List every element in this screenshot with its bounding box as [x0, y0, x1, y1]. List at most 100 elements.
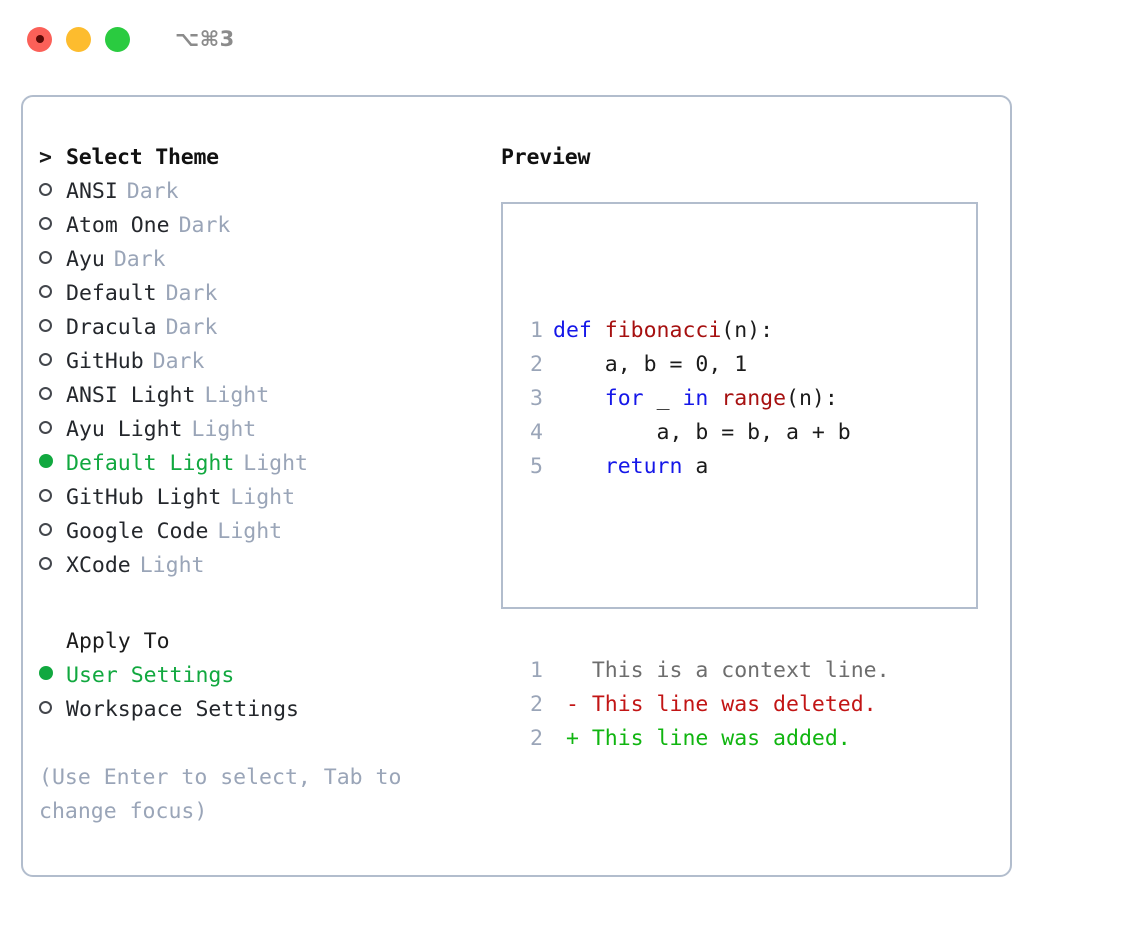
theme-item-variant-tag: Dark [178, 213, 231, 238]
code-token: in [682, 386, 709, 411]
radio-dot-shape [39, 387, 52, 400]
code-token: fibonacci [604, 318, 722, 343]
code-line: 3 for _ in range(n): [517, 382, 890, 416]
theme-item-variant-tag: Dark [126, 179, 179, 204]
radio-empty-icon [39, 281, 66, 306]
apply-to-header-label: Apply To [66, 629, 170, 654]
close-button-icon[interactable] [27, 26, 52, 52]
code-token: _ [643, 386, 683, 411]
diff-line: 2 + This line was added. [517, 722, 890, 756]
theme-list-item[interactable]: Ayu Light Light [39, 417, 469, 451]
apply-to-item-label: User Settings [66, 663, 235, 688]
code-token: + This line was added. [553, 726, 851, 751]
theme-item-variant-tag: Dark [165, 281, 218, 306]
radio-empty-icon [39, 383, 66, 408]
theme-item-label: Atom One [66, 213, 170, 238]
theme-item-label: GitHub Light [66, 485, 222, 510]
diff-block: 1 This is a context line.2 - This line w… [517, 654, 890, 756]
radio-selected-icon [39, 663, 66, 688]
theme-item-variant-tag: Light [243, 451, 309, 476]
theme-list-item[interactable]: Default Light Light [39, 451, 469, 485]
radio-dot-shape [39, 353, 52, 366]
radio-empty-icon [39, 315, 66, 340]
radio-dot-shape [39, 666, 53, 680]
theme-list-item[interactable]: ANSI Dark [39, 179, 469, 213]
code-line: 5 return a [517, 450, 890, 484]
theme-list-item[interactable]: Ayu Dark [39, 247, 469, 281]
code-token: range [721, 386, 787, 411]
radio-empty-icon [39, 697, 66, 722]
radio-dot-shape [39, 557, 52, 570]
code-token: a, b = b, a + b [553, 420, 851, 445]
radio-dot-shape [39, 454, 53, 468]
theme-item-variant-tag: Light [204, 383, 270, 408]
zoom-button-icon[interactable] [105, 26, 130, 52]
theme-item-variant-tag: Dark [152, 349, 205, 374]
radio-empty-icon [39, 417, 66, 442]
line-number: 3 [530, 386, 543, 411]
theme-item-label: ANSI [66, 179, 118, 204]
code-token [553, 454, 605, 479]
radio-dot-shape [39, 489, 52, 502]
theme-item-label: Default Light [66, 451, 235, 476]
radio-dot-shape [39, 285, 52, 298]
theme-item-variant-tag: Light [139, 553, 205, 578]
radio-dot-shape [39, 183, 52, 196]
theme-item-label: Dracula [66, 315, 157, 340]
theme-item-variant-tag: Light [191, 417, 257, 442]
line-number: 4 [530, 420, 543, 445]
apply-to-item[interactable]: User Settings [39, 663, 469, 697]
theme-item-variant-tag: Dark [113, 247, 166, 272]
radio-empty-icon [39, 485, 66, 510]
code-line: 2 a, b = 0, 1 [517, 348, 890, 382]
theme-item-label: Ayu Light [66, 417, 183, 442]
code-token [708, 386, 721, 411]
radio-dot-shape [39, 319, 52, 332]
apply-to-item[interactable]: Workspace Settings [39, 697, 469, 731]
theme-list-item[interactable]: Atom One Dark [39, 213, 469, 247]
theme-list-header-label: Select Theme [66, 145, 219, 170]
line-number: 2 [530, 692, 543, 717]
diff-line: 2 - This line was deleted. [517, 688, 890, 722]
theme-item-label: ANSI Light [66, 383, 196, 408]
apply-to-item-label: Workspace Settings [66, 697, 299, 722]
code-token: return [604, 454, 683, 479]
radio-dot-shape [39, 421, 52, 434]
radio-dot-shape [39, 217, 52, 230]
code-token: - This line was deleted. [553, 692, 877, 717]
line-number: 2 [530, 352, 543, 377]
recording-dot-icon [35, 35, 44, 43]
minimize-button-icon[interactable] [66, 26, 91, 52]
code-line: 4 a, b = b, a + b [517, 416, 890, 450]
radio-empty-icon [39, 519, 66, 544]
apply-to-header: Apply To [39, 629, 469, 663]
title-bar: ⌥⌘3 [0, 0, 1140, 78]
code-token: for [604, 386, 644, 411]
theme-item-label: Google Code [66, 519, 209, 544]
radio-empty-icon [39, 213, 66, 238]
diff-line: 1 This is a context line. [517, 654, 890, 688]
radio-empty-icon [39, 349, 66, 374]
keyboard-shortcut-label: ⌥⌘3 [175, 27, 235, 51]
radio-dot-shape [39, 523, 52, 536]
theme-list-item[interactable]: ANSI Light Light [39, 383, 469, 417]
code-token [553, 386, 605, 411]
code-blank-line [517, 552, 890, 586]
prompt-caret-icon: > [39, 145, 52, 170]
theme-item-label: Ayu [66, 247, 105, 272]
